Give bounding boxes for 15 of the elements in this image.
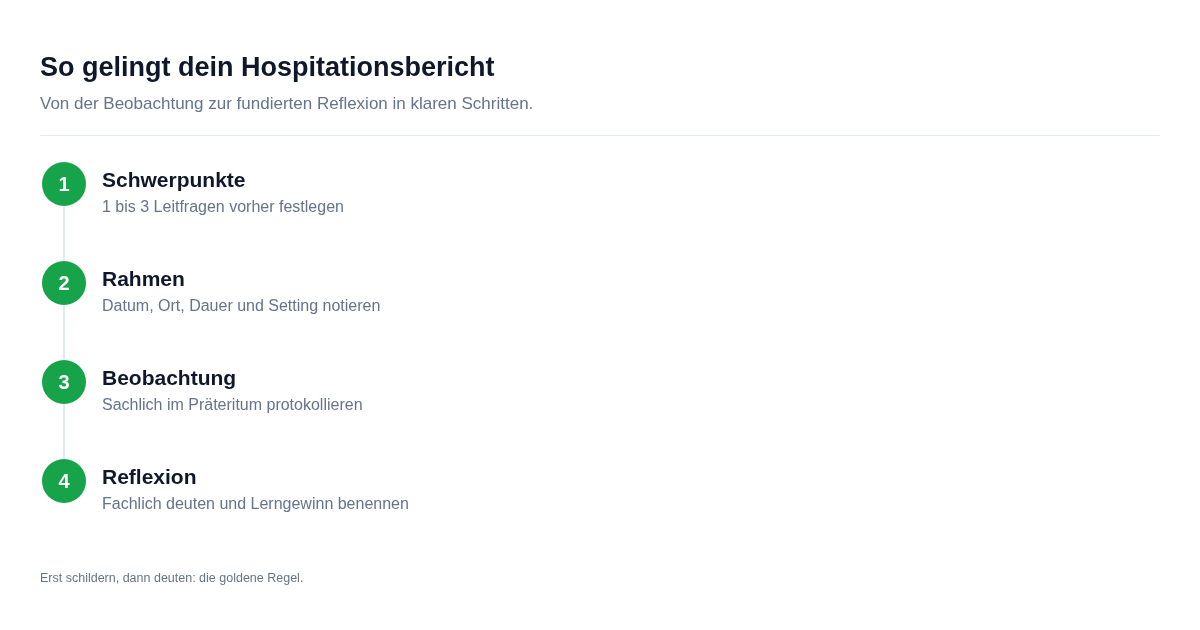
step-title: Rahmen [102, 266, 185, 292]
step-description: Sachlich im Präteritum protokollieren [102, 395, 363, 415]
step-description: 1 bis 3 Leitfragen vorher festlegen [102, 197, 344, 217]
step-number-circle: 3 [42, 360, 86, 404]
step-description: Fachlich deuten und Lerngewinn benennen [102, 494, 409, 514]
page-title: So gelingt dein Hospitationsbericht [40, 51, 495, 84]
step-title: Beobachtung [102, 365, 237, 391]
step-number-circle: 4 [42, 459, 86, 503]
footnote: Erst schildern, dann deuten: die goldene Regel. [40, 570, 304, 586]
step-number-circle: 2 [42, 261, 86, 305]
step-description: Datum, Ort, Dauer und Setting notieren [102, 296, 381, 316]
subtitle: Von der Beobachtung zur fundierten Reflexion in klaren Schritten. [40, 93, 534, 115]
step-number-circle: 1 [42, 162, 86, 206]
step-title: Reflexion [102, 464, 197, 490]
step-title: Schwerpunkte [102, 167, 246, 193]
